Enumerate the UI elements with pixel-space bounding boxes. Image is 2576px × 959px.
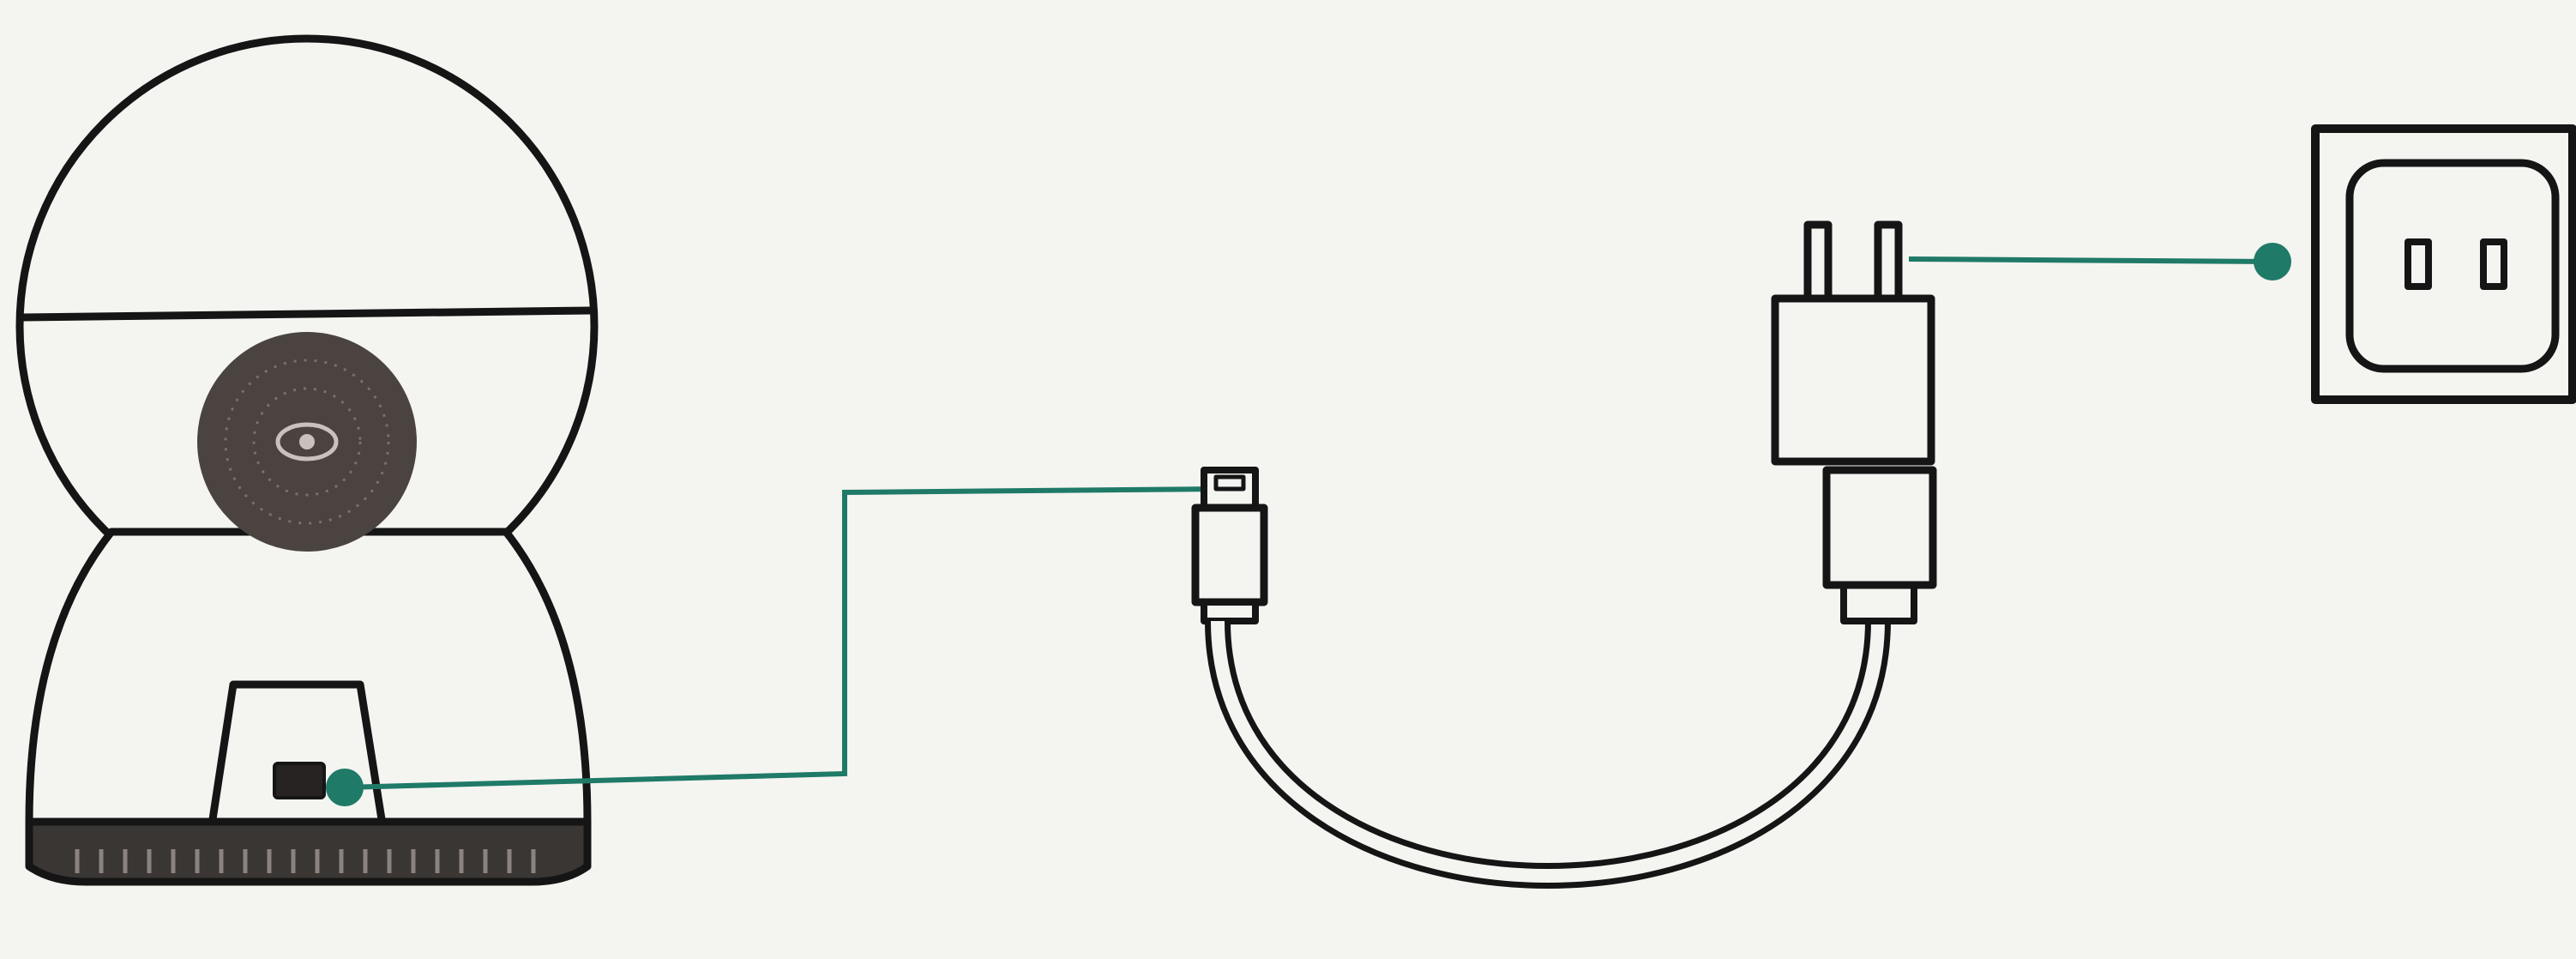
wall-outlet-icon — [2311, 124, 2576, 404]
outlet-face — [2345, 159, 2560, 373]
usb-cable-line — [1205, 620, 1891, 889]
usb-plug — [1191, 504, 1268, 606]
camera-base-ring — [25, 817, 592, 886]
adapter-prong-left — [1803, 220, 1833, 303]
camera-power-port — [273, 762, 326, 799]
pan-tilt-camera-icon — [15, 34, 599, 886]
leader-dot-camera — [326, 769, 364, 806]
adapter-body — [1771, 294, 1935, 466]
leader-camera-to-cable — [326, 486, 1222, 806]
leader-adapter-to-outlet — [1908, 243, 2291, 280]
adapter-prong-right — [1874, 220, 1903, 303]
leader-dot-outlet — [2254, 243, 2291, 280]
camera-head-divider — [22, 306, 593, 322]
micro-usb-cable-icon — [1191, 466, 1937, 889]
camera-lens — [197, 332, 417, 552]
outlet-slot-right — [2480, 238, 2507, 290]
outlet-slot-left — [2404, 238, 2432, 290]
power-adapter-icon — [1771, 220, 1935, 466]
